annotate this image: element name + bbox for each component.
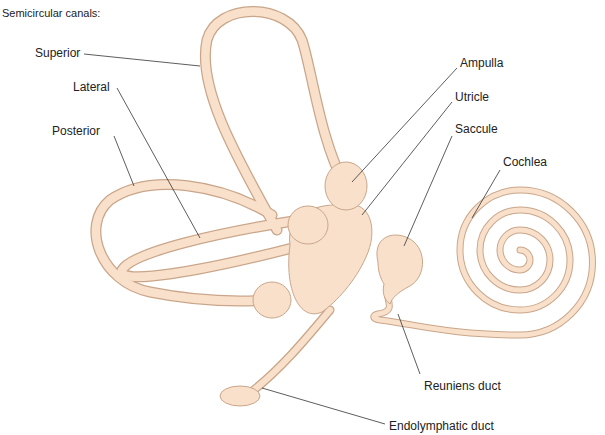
part-label: Ampulla	[460, 56, 503, 70]
part-label: Lateral	[73, 80, 110, 94]
sacs-and-ampullae	[220, 162, 423, 406]
part-label: Utricle	[455, 90, 489, 104]
part-label: Saccule	[455, 122, 498, 136]
part-label: Cochlea	[503, 155, 547, 169]
part-label: Semicircular canals:	[2, 6, 100, 20]
leader-lines	[84, 54, 500, 424]
tube-outlines	[96, 12, 593, 394]
tube-fills	[96, 12, 593, 394]
part-label: Superior	[35, 46, 80, 60]
part-label: Posterior	[52, 124, 100, 138]
part-label: Reuniens duct	[424, 379, 501, 393]
part-label: Endolymphatic duct	[389, 419, 494, 433]
